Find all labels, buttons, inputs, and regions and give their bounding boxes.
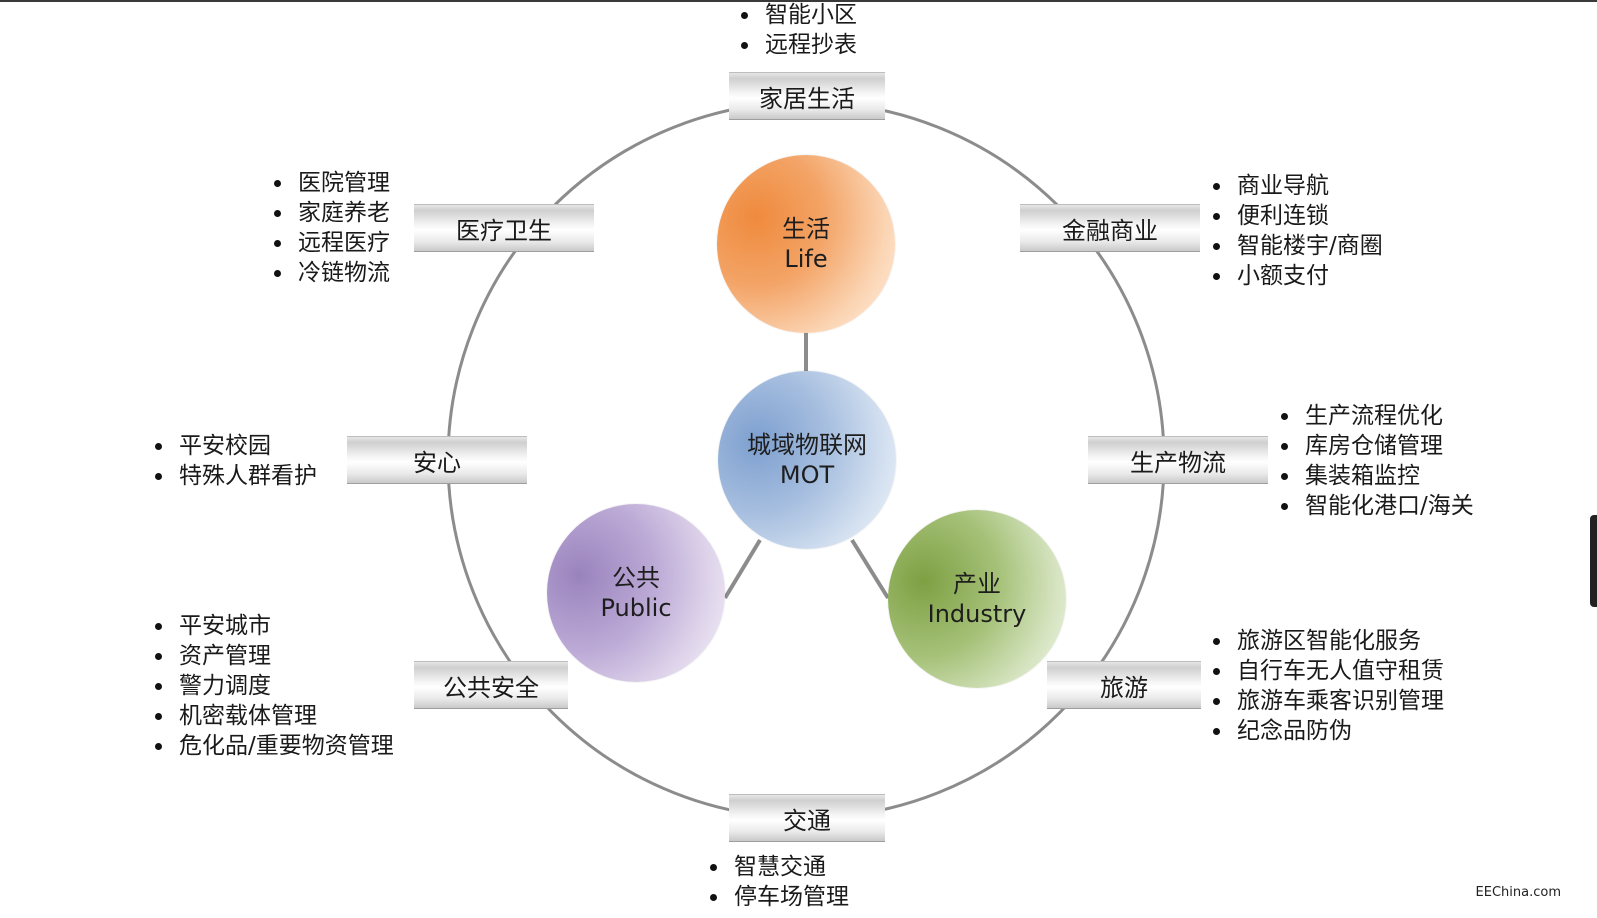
label-publicsafety: 公共安全: [414, 661, 568, 709]
list-logistics: 生产流程优化 库房仓储管理 集装箱监控 智能化港口/海关: [1275, 401, 1474, 521]
list-item: 平安城市: [149, 611, 394, 641]
label-traffic: 交通: [729, 794, 885, 842]
label-security: 安心: [347, 436, 527, 484]
node-mot: 城域物联网 MOT: [718, 371, 896, 549]
list-finance: 商业导航 便利连锁 智能楼宇/商圈 小额支付: [1207, 171, 1383, 291]
list-item: 库房仓储管理: [1275, 431, 1474, 461]
list-item: 小额支付: [1207, 261, 1383, 291]
list-home: 智能小区 远程抄表: [735, 0, 857, 60]
label-finance: 金融商业: [1020, 204, 1200, 252]
list-item: 旅游车乘客识别管理: [1207, 686, 1444, 716]
list-item: 家庭养老: [268, 198, 390, 228]
node-industry: 产业 Industry: [888, 510, 1066, 688]
list-item: 资产管理: [149, 641, 394, 671]
list-item: 停车场管理: [704, 882, 849, 912]
node-life-cn: 生活: [782, 215, 830, 243]
list-item: 纪念品防伪: [1207, 716, 1444, 746]
list-item: 远程抄表: [735, 30, 857, 60]
list-item: 旅游区智能化服务: [1207, 626, 1444, 656]
list-tourism: 旅游区智能化服务 自行车无人值守租赁 旅游车乘客识别管理 纪念品防伪: [1207, 626, 1444, 746]
list-item: 生产流程优化: [1275, 401, 1474, 431]
node-public-en: Public: [600, 594, 672, 622]
label-medical: 医疗卫生: [414, 204, 594, 252]
side-scroll-handle[interactable]: [1590, 515, 1597, 607]
node-public: 公共 Public: [547, 504, 725, 682]
connector-industry: [850, 538, 890, 600]
top-border-line: [0, 0, 1597, 2]
list-item: 智能小区: [735, 0, 857, 30]
watermark: EEChina.com: [1475, 885, 1561, 900]
node-industry-cn: 产业: [953, 570, 1001, 598]
list-item: 智慧交通: [704, 852, 849, 882]
list-item: 特殊人群看护: [149, 461, 317, 491]
list-item: 智能楼宇/商圈: [1207, 231, 1383, 261]
list-publicsafety: 平安城市 资产管理 警力调度 机密载体管理 危化品/重要物资管理: [149, 611, 394, 761]
list-item: 智能化港口/海关: [1275, 491, 1474, 521]
list-item: 机密载体管理: [149, 701, 394, 731]
list-item: 自行车无人值守租赁: [1207, 656, 1444, 686]
label-tourism: 旅游: [1047, 661, 1201, 709]
node-industry-en: Industry: [927, 600, 1027, 628]
list-item: 警力调度: [149, 671, 394, 701]
list-item: 平安校园: [149, 431, 317, 461]
list-item: 冷链物流: [268, 258, 390, 288]
node-life-en: Life: [784, 245, 828, 273]
list-item: 集装箱监控: [1275, 461, 1474, 491]
list-security: 平安校园 特殊人群看护: [149, 431, 317, 491]
list-medical: 医院管理 家庭养老 远程医疗 冷链物流: [268, 168, 390, 288]
list-item: 便利连锁: [1207, 201, 1383, 231]
label-logistics: 生产物流: [1088, 436, 1268, 484]
list-item: 远程医疗: [268, 228, 390, 258]
list-item: 医院管理: [268, 168, 390, 198]
connector-public: [723, 538, 762, 600]
node-life: 生活 Life: [717, 155, 895, 333]
node-mot-cn: 城域物联网: [747, 431, 867, 459]
list-item: 危化品/重要物资管理: [149, 731, 394, 761]
list-traffic: 智慧交通 停车场管理: [704, 852, 849, 912]
label-home: 家居生活: [729, 72, 885, 120]
node-mot-en: MOT: [779, 461, 835, 489]
node-public-cn: 公共: [612, 564, 660, 592]
list-item: 商业导航: [1207, 171, 1383, 201]
